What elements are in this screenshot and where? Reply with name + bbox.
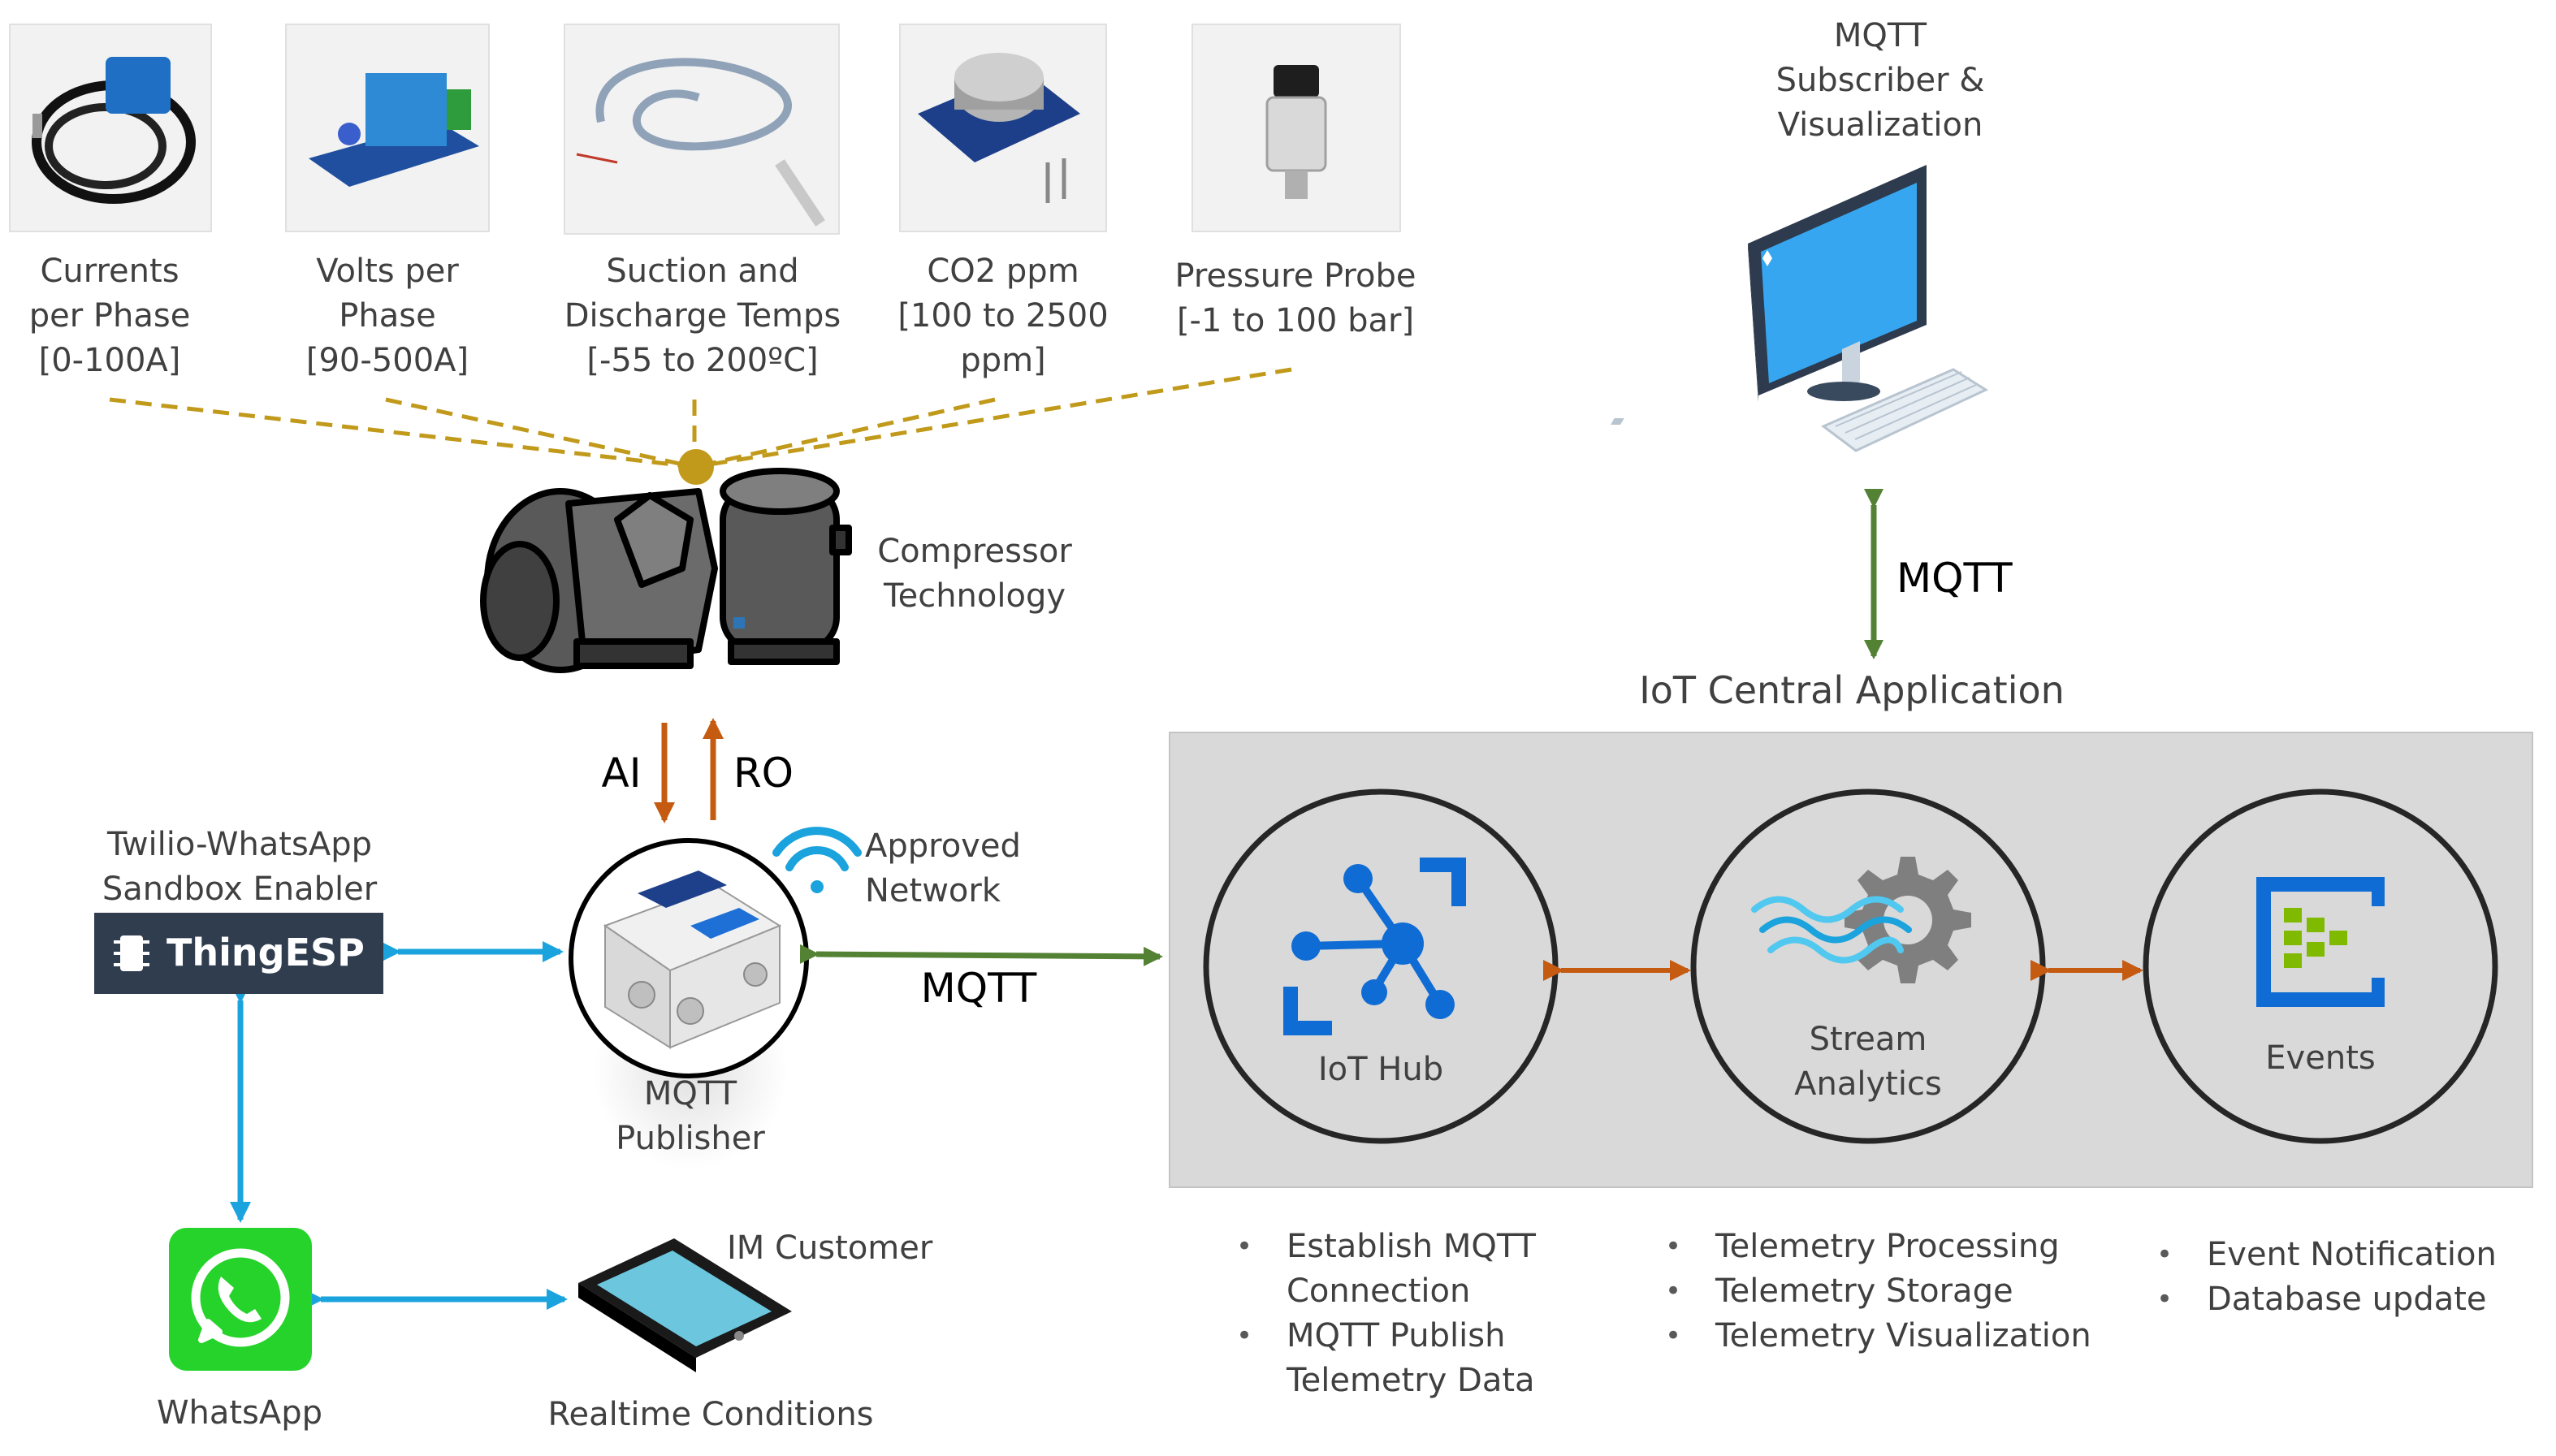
compressor-label: Compressor Technology bbox=[861, 529, 1088, 619]
stream-analytics-icon bbox=[1751, 857, 1971, 983]
whatsapp-label: WhatsApp bbox=[156, 1394, 323, 1432]
service-name-line: Stream bbox=[1809, 1021, 1927, 1058]
twilio-label-line: Twilio-WhatsApp bbox=[107, 826, 372, 863]
sensor-label-line: Pressure Probe bbox=[1174, 257, 1416, 295]
cloud-mqtt-label: MQTT bbox=[920, 965, 1037, 1012]
ro-label: RO bbox=[733, 750, 794, 797]
sensor-label-line: [90-500A] bbox=[305, 342, 469, 379]
temperature-probe-sensor bbox=[564, 24, 840, 235]
bullet-item: Telemetry Storage bbox=[1665, 1269, 2091, 1314]
compressor-label-line: Compressor bbox=[877, 533, 1072, 570]
chip-icon bbox=[114, 935, 149, 971]
im-customer-label: IM Customer bbox=[727, 1229, 933, 1267]
approved-network-line: Approved bbox=[865, 827, 1021, 865]
bullet-text: Event Notification bbox=[2207, 1236, 2497, 1273]
cloud-mqtt-arrow bbox=[799, 944, 1163, 966]
bullet-text: Telemetry Storage bbox=[1715, 1272, 2013, 1310]
wifi-icon bbox=[772, 827, 862, 893]
sensor-junction bbox=[678, 449, 714, 485]
publisher-label: MQTT Publisher bbox=[593, 1072, 788, 1161]
pressure-probe-sensor bbox=[1192, 24, 1401, 232]
bullet-text: Establish MQTT bbox=[1287, 1228, 1536, 1265]
sensor-label-line: Volts per bbox=[316, 253, 459, 290]
tablet-icon bbox=[578, 1238, 792, 1372]
sensor-label-line: Phase bbox=[339, 297, 436, 335]
subscriber-label-line: Subscriber & bbox=[1775, 62, 1985, 99]
ai-label: AI bbox=[601, 750, 642, 797]
subscriber-label-line: Visualization bbox=[1777, 106, 1983, 144]
iot-central-title: IoT Central Application bbox=[1639, 668, 2065, 712]
bullet-item: MQTT Publish Telemetry Data bbox=[1236, 1314, 1536, 1403]
sensor-label-currents: Currents per Phase [0-100A] bbox=[16, 249, 203, 383]
bullet-item: Event Notification bbox=[2156, 1233, 2497, 1277]
stream-analytics-label: Stream Analytics bbox=[1754, 1017, 1982, 1107]
events-circle bbox=[2143, 788, 2498, 1144]
sensor-label-line: Suction and bbox=[606, 253, 799, 290]
iot-hub-icon bbox=[1283, 858, 1466, 1035]
approved-network-line: Network bbox=[865, 872, 1001, 909]
publisher-label-line: MQTT bbox=[643, 1075, 737, 1113]
publisher-label-line: Publisher bbox=[616, 1120, 765, 1157]
sensor-label-co2: CO2 ppm [100 to 2500 ppm] bbox=[893, 249, 1113, 383]
compressor-icon bbox=[480, 468, 852, 673]
stream-analytics-bullets: Telemetry Processing Telemetry Storage T… bbox=[1665, 1225, 2091, 1359]
sensor-label-line: [-1 to 100 bar] bbox=[1176, 302, 1415, 339]
sensor-label-line: per Phase bbox=[28, 297, 191, 335]
bullet-text: MQTT Publish bbox=[1287, 1317, 1506, 1354]
sensor-label-line: [100 to 2500 bbox=[897, 297, 1109, 335]
twilio-label: Twilio-WhatsApp Sandbox Enabler bbox=[93, 823, 386, 912]
whatsapp-icon bbox=[169, 1228, 312, 1371]
service-name-line: Events bbox=[2265, 1039, 2376, 1077]
approved-network-label: Approved Network bbox=[865, 824, 1052, 914]
service-name-line: IoT Hub bbox=[1317, 1051, 1444, 1088]
subscriber-mqtt-label: MQTT bbox=[1896, 555, 2013, 602]
sensor-label-line: Currents bbox=[40, 253, 179, 290]
bullet-text: Connection bbox=[1287, 1272, 1471, 1310]
sensor-label-line: [0-100A] bbox=[38, 342, 181, 379]
bullet-item: Establish MQTT Connection bbox=[1236, 1225, 1536, 1314]
bullet-text: Telemetry Data bbox=[1287, 1362, 1535, 1399]
sensor-label-temps: Suction and Discharge Temps [-55 to 200º… bbox=[556, 249, 849, 383]
service-name-line: Analytics bbox=[1794, 1065, 1942, 1103]
subscriber-label-line: MQTT bbox=[1833, 17, 1927, 54]
sensor-label-line: [-55 to 200ºC] bbox=[586, 342, 819, 379]
bullet-item: Database update bbox=[2156, 1277, 2497, 1322]
iot-hub-label: IoT Hub bbox=[1267, 1048, 1494, 1092]
bullet-text: Database update bbox=[2207, 1281, 2487, 1318]
sensor-label-line: ppm] bbox=[960, 342, 1046, 379]
sensor-label-line: CO2 ppm bbox=[927, 253, 1079, 290]
desktop-computer-icon bbox=[1611, 165, 1989, 452]
compressor-label-line: Technology bbox=[883, 577, 1066, 615]
sensor-label-pressure: Pressure Probe [-1 to 100 bar] bbox=[1161, 254, 1429, 343]
voltage-transformer-sensor bbox=[285, 24, 490, 232]
controller-box-icon bbox=[603, 871, 782, 1049]
event-hub-icon bbox=[2256, 877, 2385, 1007]
twilio-label-line: Sandbox Enabler bbox=[102, 871, 378, 908]
thingesp-logo-text: ThingESP bbox=[167, 931, 365, 974]
realtime-conditions-label: Realtime Conditions bbox=[547, 1396, 874, 1433]
sensor-label-line: Discharge Temps bbox=[564, 297, 841, 335]
bullet-item: Telemetry Visualization bbox=[1665, 1314, 2091, 1359]
co2-gas-sensor bbox=[899, 24, 1107, 232]
events-label: Events bbox=[2207, 1036, 2434, 1081]
events-bullets: Event Notification Database update bbox=[2156, 1233, 2497, 1322]
bullet-item: Telemetry Processing bbox=[1665, 1225, 2091, 1269]
sensor-label-volts: Volts per Phase [90-500A] bbox=[290, 249, 485, 383]
bullet-text: Telemetry Processing bbox=[1715, 1228, 2060, 1265]
iot-hub-bullets: Establish MQTT Connection MQTT Publish T… bbox=[1236, 1225, 1536, 1403]
subscriber-label: MQTT Subscriber & Visualization bbox=[1746, 14, 2014, 148]
current-clamp-sensor bbox=[9, 24, 212, 232]
bullet-text: Telemetry Visualization bbox=[1715, 1317, 2091, 1354]
